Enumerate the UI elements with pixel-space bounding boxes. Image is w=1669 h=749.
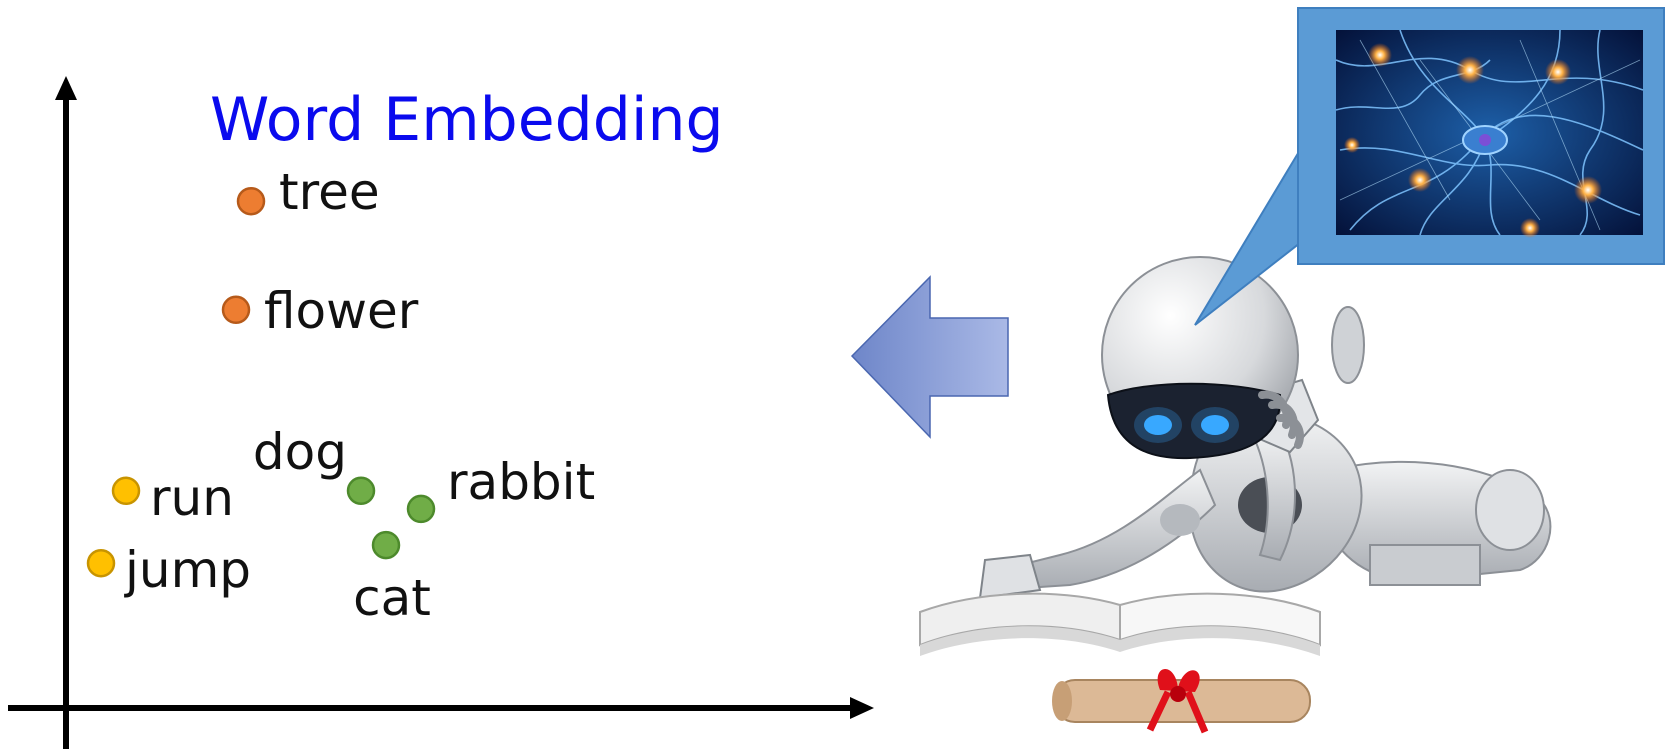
point-label-rabbit: rabbit — [447, 453, 595, 511]
point-tree — [236, 186, 266, 216]
x-axis-arrowhead — [850, 697, 874, 719]
point-cat — [371, 530, 401, 560]
embedding-plot: Word Embedding tree flower run jump dog rabbi… — [8, 76, 874, 749]
y-axis-arrowhead — [55, 76, 77, 100]
point-label-dog: dog — [253, 423, 347, 481]
point-label-flower: flower — [264, 282, 419, 340]
point-dog — [346, 476, 376, 506]
point-rabbit — [406, 494, 436, 524]
speech-bubble-icon — [1194, 7, 1665, 326]
diploma-scroll-icon — [1052, 669, 1311, 734]
point-run — [111, 476, 141, 506]
point-label-jump: jump — [124, 541, 251, 599]
point-label-run: run — [150, 469, 234, 527]
point-flower — [221, 295, 251, 325]
point-jump — [86, 548, 116, 578]
point-label-tree: tree — [279, 163, 380, 221]
reading-robot-icon — [978, 256, 1552, 600]
plot-title: Word Embedding — [210, 85, 724, 155]
open-book-icon — [919, 592, 1321, 656]
neural-network-icon — [1335, 29, 1644, 238]
point-label-cat: cat — [353, 569, 431, 627]
points-layer: tree flower run jump dog rabbit cat — [86, 163, 595, 627]
left-arrow-icon — [850, 275, 1009, 439]
